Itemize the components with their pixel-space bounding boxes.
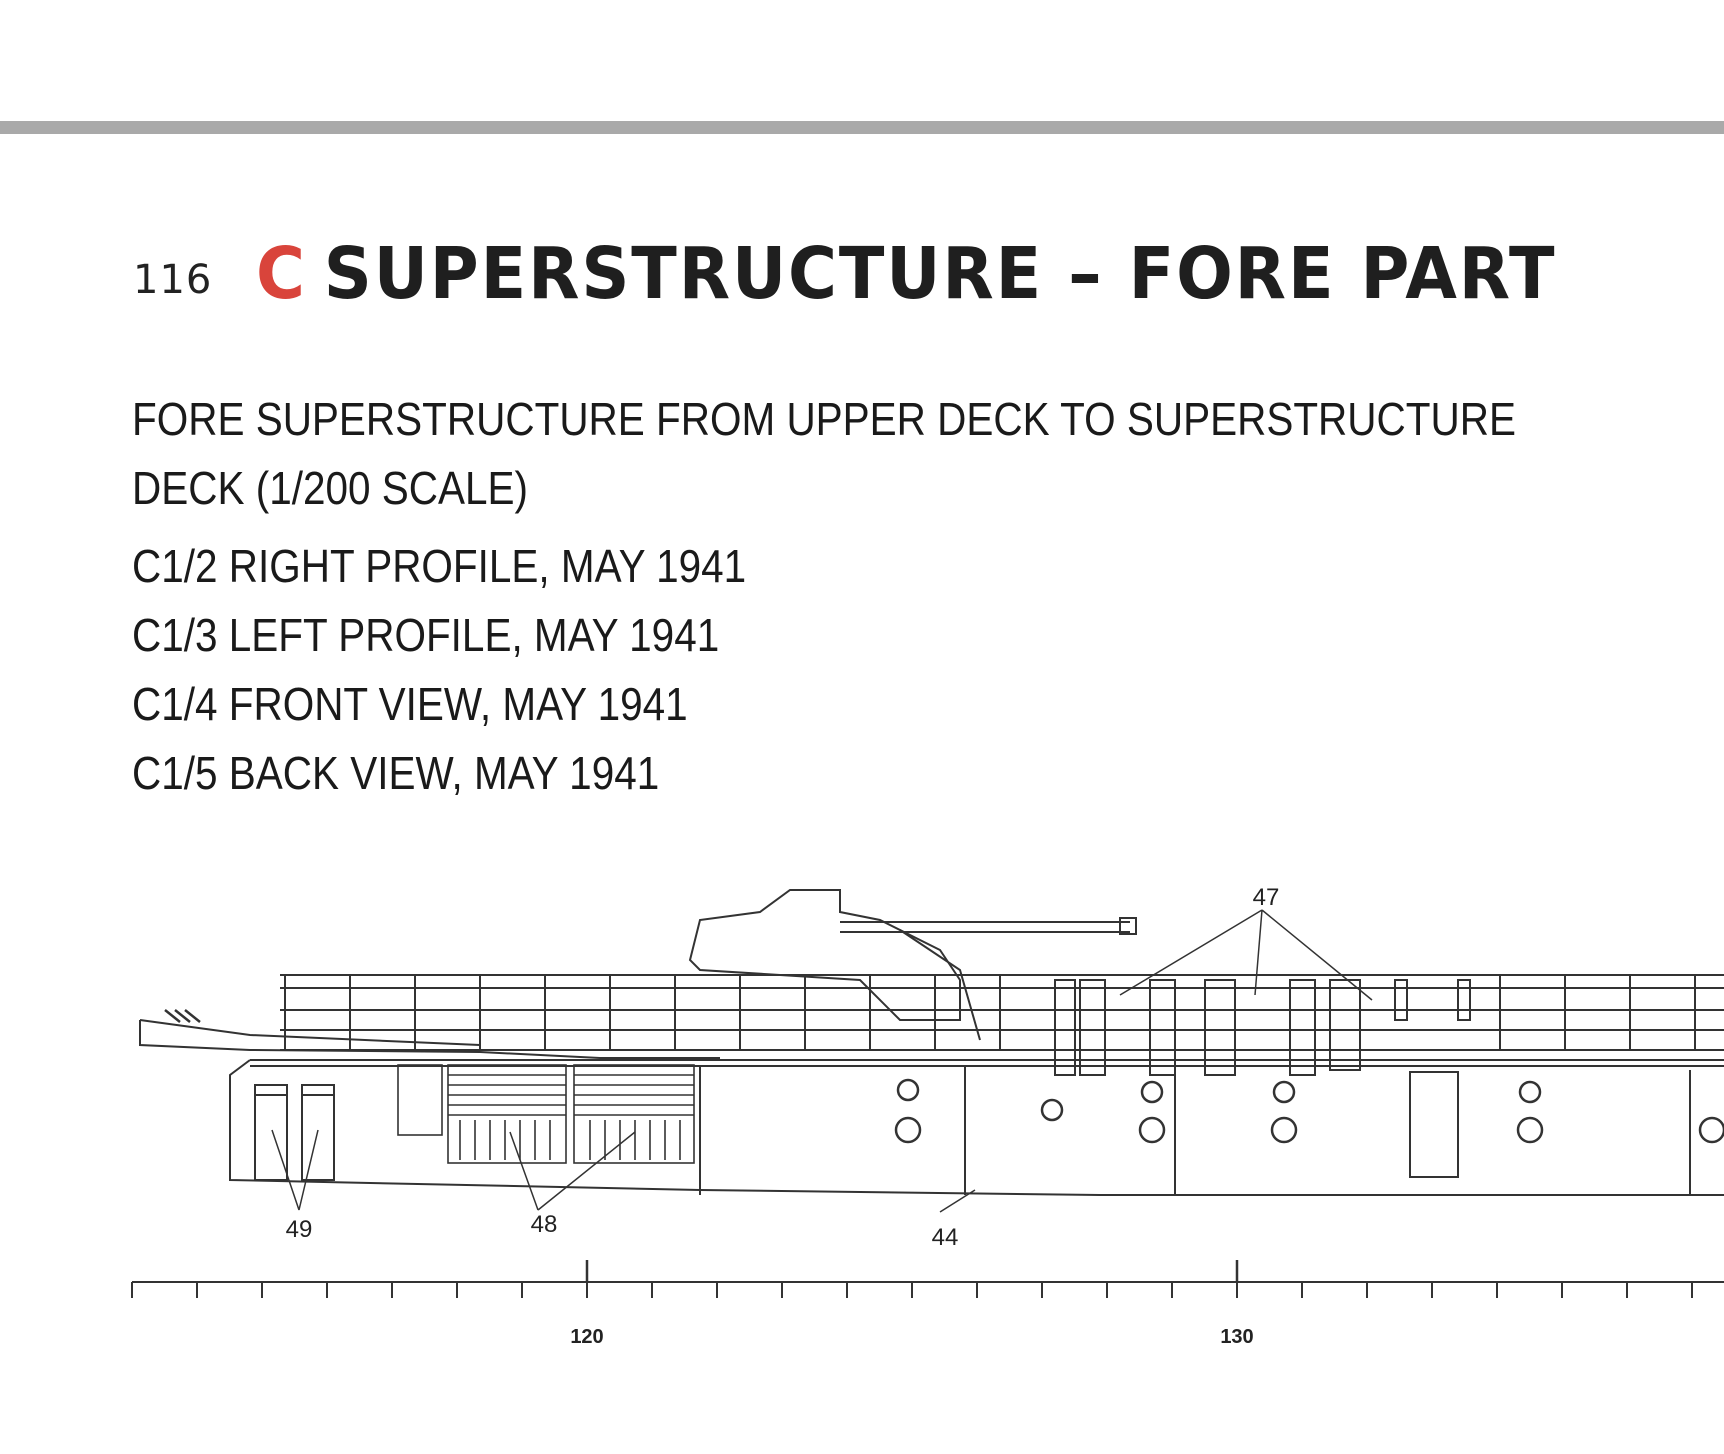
figure-item-c1-2: C1/2 RIGHT PROFILE, MAY 1941 [132, 540, 747, 592]
figure-list: C1/2 RIGHT PROFILE, MAY 1941 C1/3 LEFT P… [132, 532, 746, 808]
gun-turret-outline [688, 889, 1137, 1041]
top-rule [0, 121, 1724, 134]
callout-48: 48 [531, 1211, 558, 1238]
scale-bar [131, 1260, 1724, 1298]
chapter-letter: C [256, 232, 307, 315]
callout-44: 44 [932, 1224, 959, 1251]
fore-deck-ramp [139, 1009, 720, 1059]
scale-label-120: 120 [570, 1326, 603, 1348]
callout-47: 47 [1253, 884, 1280, 911]
page-number: 116 [133, 257, 213, 303]
drawing-subheading: FORE SUPERSTRUCTURE FROM UPPER DECK TO S… [132, 385, 1516, 523]
superstructure-hull [229, 1059, 1724, 1196]
figure-item-c1-3: C1/3 LEFT PROFILE, MAY 1941 [132, 609, 720, 661]
figure-item-c1-5: C1/5 BACK VIEW, MAY 1941 [132, 747, 660, 799]
portholes [894, 1078, 1724, 1144]
doors-49 [254, 1084, 335, 1181]
scale-label-130: 130 [1220, 1326, 1253, 1348]
subheading-text: FORE SUPERSTRUCTURE FROM UPPER DECK TO S… [132, 393, 1516, 514]
callout-49: 49 [286, 1216, 313, 1243]
figure-item-c1-4: C1/4 FRONT VIEW, MAY 1941 [132, 678, 688, 730]
superstructure-profile-drawing: 47 49 48 44 120 130 [131, 884, 1724, 1348]
ventilators-47 [1054, 979, 1471, 1076]
callout-leaders [271, 909, 1373, 1213]
chapter-title-text: SUPERSTRUCTURE – FORE PART [323, 232, 1557, 315]
railing-band [280, 974, 1724, 1051]
rear-door [1409, 1071, 1459, 1178]
lockers-48 [397, 1064, 695, 1164]
